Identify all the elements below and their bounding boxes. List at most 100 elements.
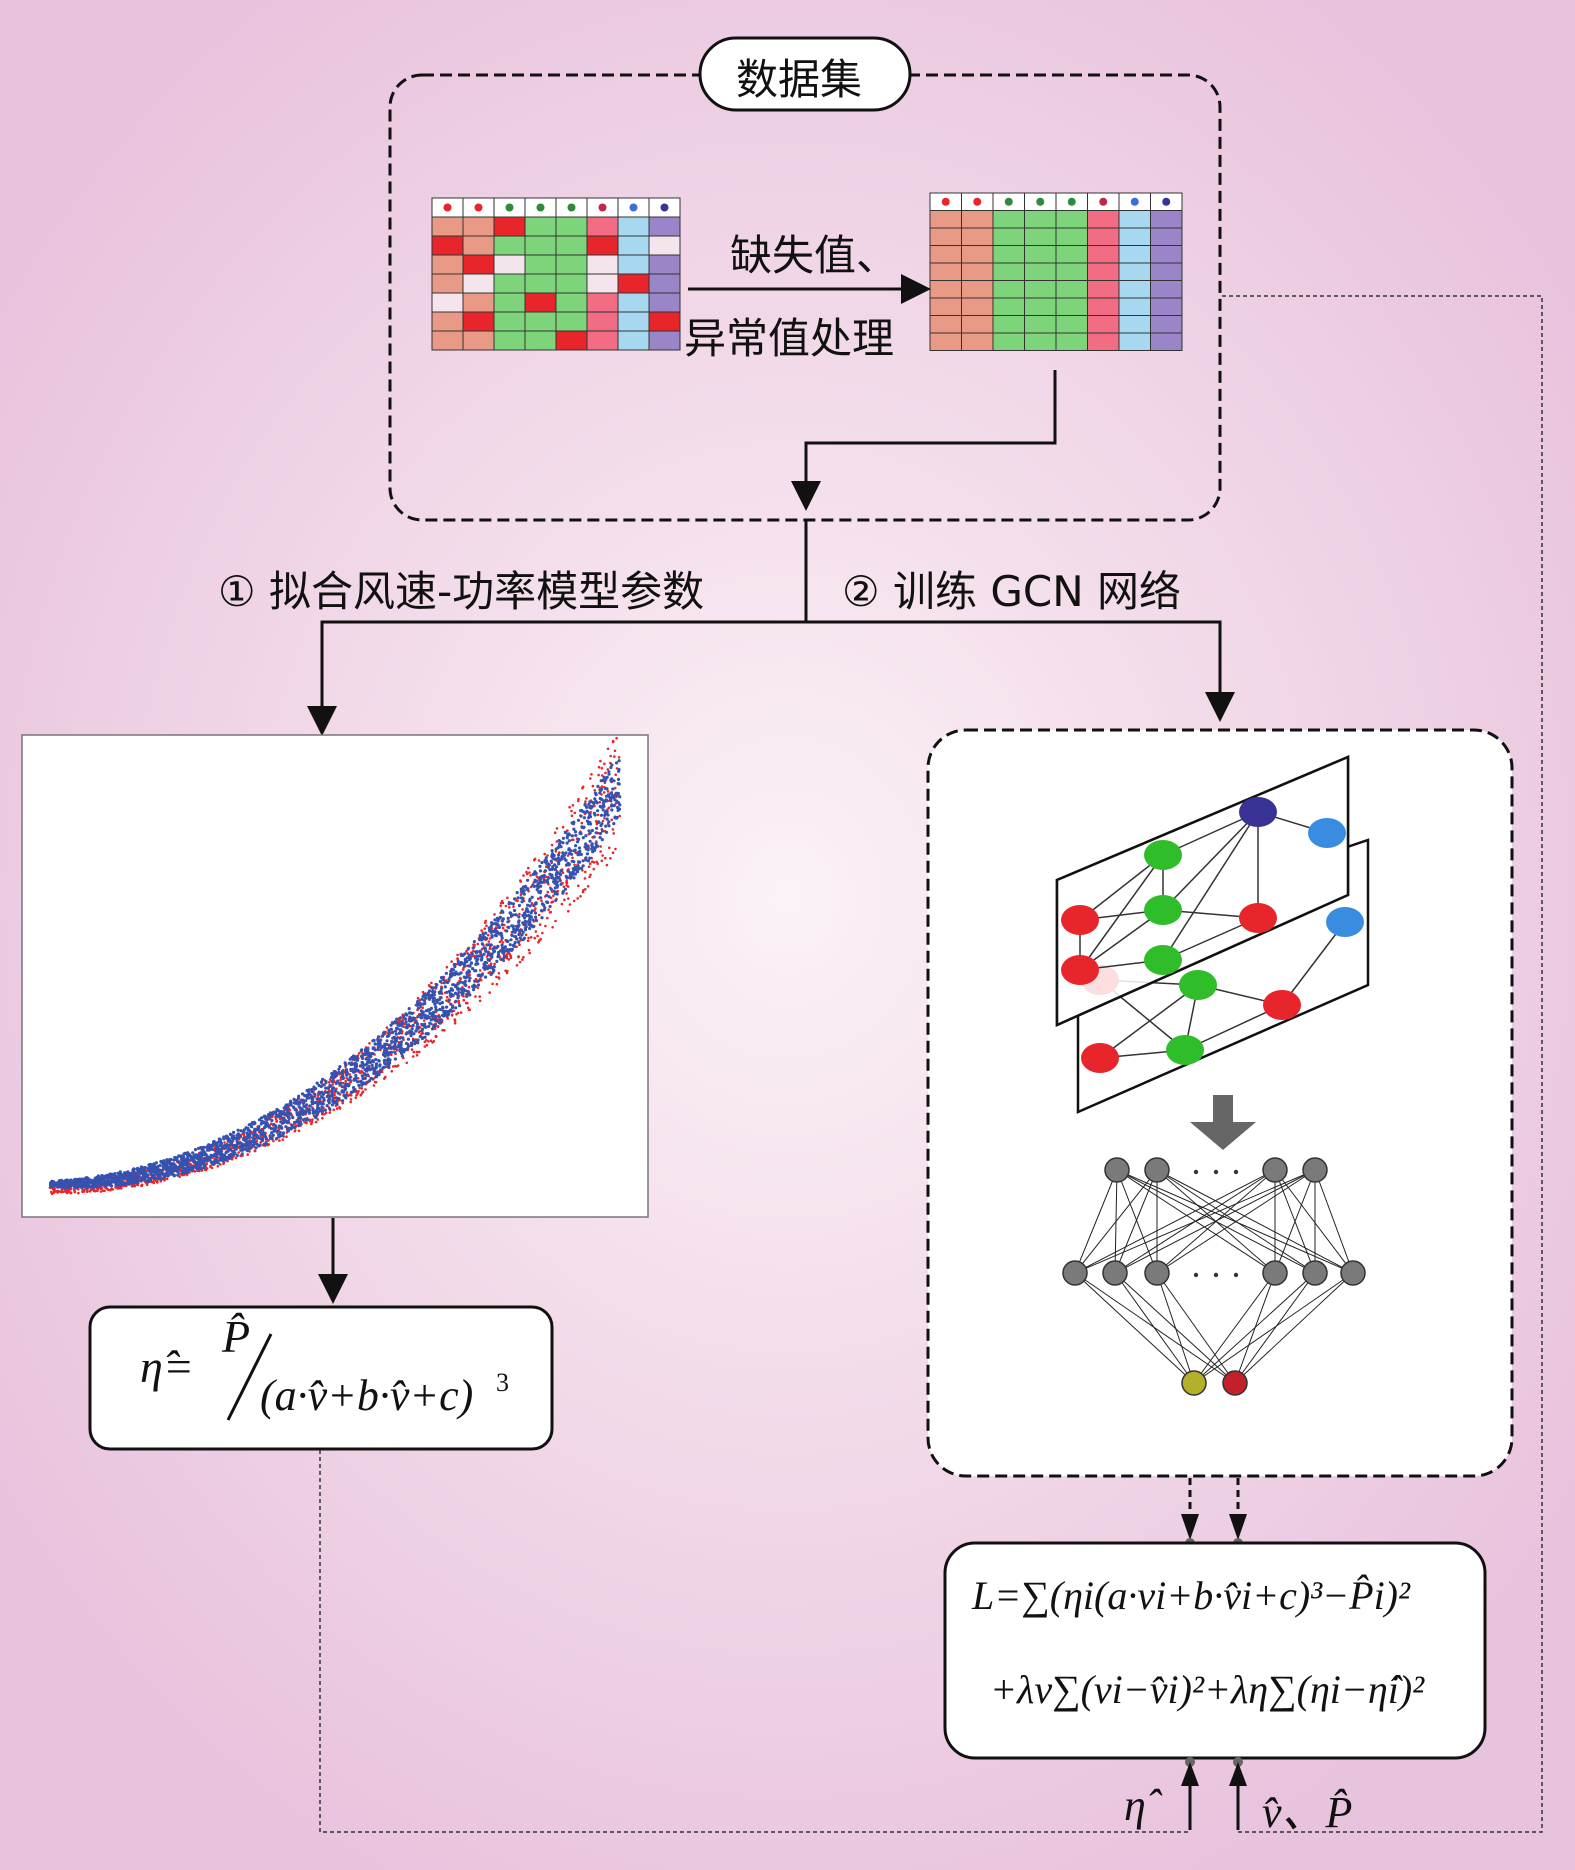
scatter-point-blue — [176, 1173, 180, 1177]
scatter-point-blue — [268, 1134, 272, 1138]
scatter-point-blue — [594, 841, 598, 846]
scatter-point-blue — [278, 1130, 282, 1135]
scatter-point-red — [484, 919, 488, 923]
scatter-point-blue — [431, 1010, 436, 1015]
scatter-point-blue — [285, 1113, 289, 1117]
scatter-point-blue — [385, 1034, 389, 1038]
scatter-point-red — [599, 850, 602, 853]
scatter-point-blue — [586, 859, 591, 863]
scatter-point-red — [140, 1184, 143, 1187]
table-cell — [1024, 227, 1057, 246]
scatter-point-blue — [219, 1140, 223, 1144]
scatter-point-blue — [330, 1091, 334, 1095]
scatter-point-blue — [262, 1132, 266, 1136]
scatter-point-blue — [493, 946, 497, 950]
scatter-point-blue — [457, 972, 461, 976]
scatter-point-red — [450, 960, 453, 963]
scatter-point-blue — [259, 1116, 264, 1120]
scatter-point-blue — [65, 1178, 69, 1182]
scatter-point-blue — [441, 1013, 445, 1017]
scatter-point-blue — [468, 964, 472, 968]
scatter-point-blue — [344, 1093, 348, 1097]
scatter-point-blue — [538, 869, 543, 873]
scatter-point-blue — [610, 777, 614, 781]
scatter-point-blue — [410, 1027, 414, 1031]
table-cell — [493, 311, 526, 332]
scatter-point-blue — [465, 974, 469, 979]
scatter-point-blue — [598, 791, 602, 795]
scatter-point-red — [459, 1011, 463, 1014]
column-dot-icon — [598, 203, 607, 212]
scatter-point-red — [568, 805, 571, 809]
scatter-point-blue — [335, 1099, 339, 1103]
scatter-point-red — [420, 1032, 423, 1036]
scatter-point-blue — [573, 848, 577, 852]
scatter-point-blue — [496, 953, 501, 957]
scatter-point-blue — [588, 805, 592, 810]
column-dot-icon — [1036, 197, 1045, 206]
scatter-point-blue — [431, 999, 435, 1003]
scatter-point-red — [486, 933, 490, 937]
scatter-point-blue — [136, 1171, 140, 1175]
scatter-point-red — [526, 939, 530, 943]
scatter-point-blue — [107, 1173, 112, 1177]
scatter-point-red — [614, 802, 617, 805]
scatter-point-red — [535, 875, 539, 879]
nn-node — [1144, 1157, 1170, 1183]
scatter-point-blue — [547, 895, 551, 899]
scatter-point-red — [525, 870, 528, 874]
scatter-point-blue — [337, 1067, 341, 1071]
scatter-point-blue — [449, 969, 453, 973]
table-cell — [555, 330, 588, 351]
table-cell — [1150, 315, 1183, 334]
scatter-point-red — [349, 1100, 353, 1104]
scatter-point-blue — [168, 1168, 172, 1172]
scatter-point-blue — [436, 998, 440, 1002]
scatter-point-red — [605, 863, 609, 867]
scatter-point-red — [613, 786, 617, 790]
scatter-point-blue — [559, 869, 563, 873]
scatter-point-blue — [288, 1102, 292, 1106]
scatter-point-blue — [289, 1099, 293, 1103]
scatter-point-blue — [264, 1135, 268, 1139]
scatter-point-blue — [184, 1167, 188, 1171]
scatter-point-blue — [387, 1046, 391, 1050]
scatter-point-red — [577, 797, 580, 801]
scatter-point-blue — [362, 1082, 366, 1086]
scatter-point-blue — [567, 839, 571, 843]
scatter-point-blue — [364, 1057, 368, 1061]
scatter-point-blue — [416, 1014, 420, 1018]
scatter-point-blue — [120, 1173, 124, 1177]
scatter-point-blue — [545, 893, 549, 897]
scatter-point-blue — [311, 1107, 315, 1112]
scatter-point-blue — [588, 800, 592, 804]
table-cell — [961, 332, 994, 351]
scatter-point-blue — [247, 1123, 251, 1127]
scatter-point-blue — [609, 791, 613, 796]
scatter-point-blue — [602, 775, 606, 780]
scatter-point-blue — [492, 929, 496, 933]
scatter-point-blue — [607, 772, 611, 776]
scatter-point-red — [546, 854, 549, 857]
nn-output-node — [1181, 1370, 1207, 1396]
scatter-point-blue — [152, 1166, 156, 1170]
scatter-point-blue — [530, 909, 534, 913]
scatter-point-blue — [272, 1127, 276, 1131]
scatter-point-red — [539, 937, 542, 941]
scatter-point-red — [538, 923, 542, 926]
scatter-point-blue — [517, 932, 521, 937]
scatter-point-blue — [125, 1171, 129, 1175]
scatter-point-blue — [213, 1154, 217, 1158]
table-cell — [586, 311, 619, 332]
scatter-point-blue — [550, 849, 554, 853]
scatter-point-blue — [587, 829, 591, 833]
scatter-point-blue — [338, 1065, 342, 1069]
scatter-point-blue — [364, 1073, 368, 1077]
scatter-point-blue — [433, 990, 437, 994]
scatter-point-blue — [301, 1101, 305, 1105]
scatter-point-blue — [584, 856, 588, 860]
scatter-point-blue — [588, 815, 593, 819]
scatter-point-blue — [192, 1153, 196, 1157]
scatter-point-red — [602, 791, 606, 794]
scatter-point-blue — [601, 808, 605, 812]
